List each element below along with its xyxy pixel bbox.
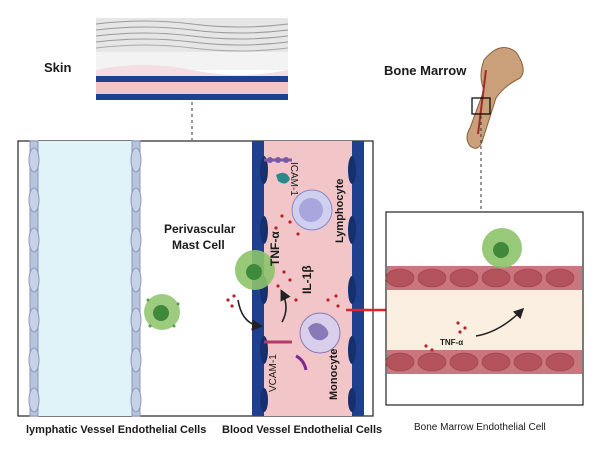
il1b-label: IL-1β	[300, 265, 314, 294]
mast-cell-icon	[144, 294, 180, 330]
blood-vessel-caption: Blood Vessel Endothelial Cells	[222, 424, 383, 436]
icam1-label: ICAM-1	[288, 162, 299, 196]
marrow-vessel	[385, 266, 582, 374]
marrow-tnf-alpha-label: TNF-α	[440, 338, 464, 347]
vcam1-label: VCAM-1	[268, 354, 279, 392]
monocyte-label: Monocyte	[328, 348, 340, 400]
mast-cell-label: Mast Cell	[172, 238, 225, 252]
vcam1-receptor-icon	[264, 340, 308, 371]
lymphatic-caption: lymphatic Vessel Endothelial Cells	[26, 424, 207, 436]
skin-tissue-illustration	[95, 18, 289, 100]
lymphocyte-icon	[291, 189, 333, 231]
lymphocyte-label: Lymphocyte	[334, 178, 346, 243]
lymphatic-vessel	[28, 140, 142, 417]
perivascular-mast-cell-icon	[235, 250, 275, 290]
circular-arrow-left	[237, 299, 264, 331]
tnf-alpha-label: TNF-α	[268, 231, 282, 266]
bone-zoom-box	[471, 97, 491, 115]
bone-marrow-label: Bone Marrow	[384, 63, 467, 78]
bone-illustration	[466, 47, 524, 149]
marrow-mast-cell-icon	[482, 228, 522, 268]
marrow-curved-arrow	[475, 307, 525, 337]
icam1-receptor-icon	[264, 157, 292, 184]
monocyte-icon	[299, 312, 341, 354]
skin-label: Skin	[44, 60, 72, 75]
circular-arrow-right	[280, 289, 291, 323]
marrow-granules	[424, 321, 467, 352]
cytokine-granules	[226, 214, 340, 308]
perivascular-label: Perivascular	[164, 222, 236, 236]
marrow-caption: Bone Marrow Endothelial Cell	[414, 422, 546, 433]
